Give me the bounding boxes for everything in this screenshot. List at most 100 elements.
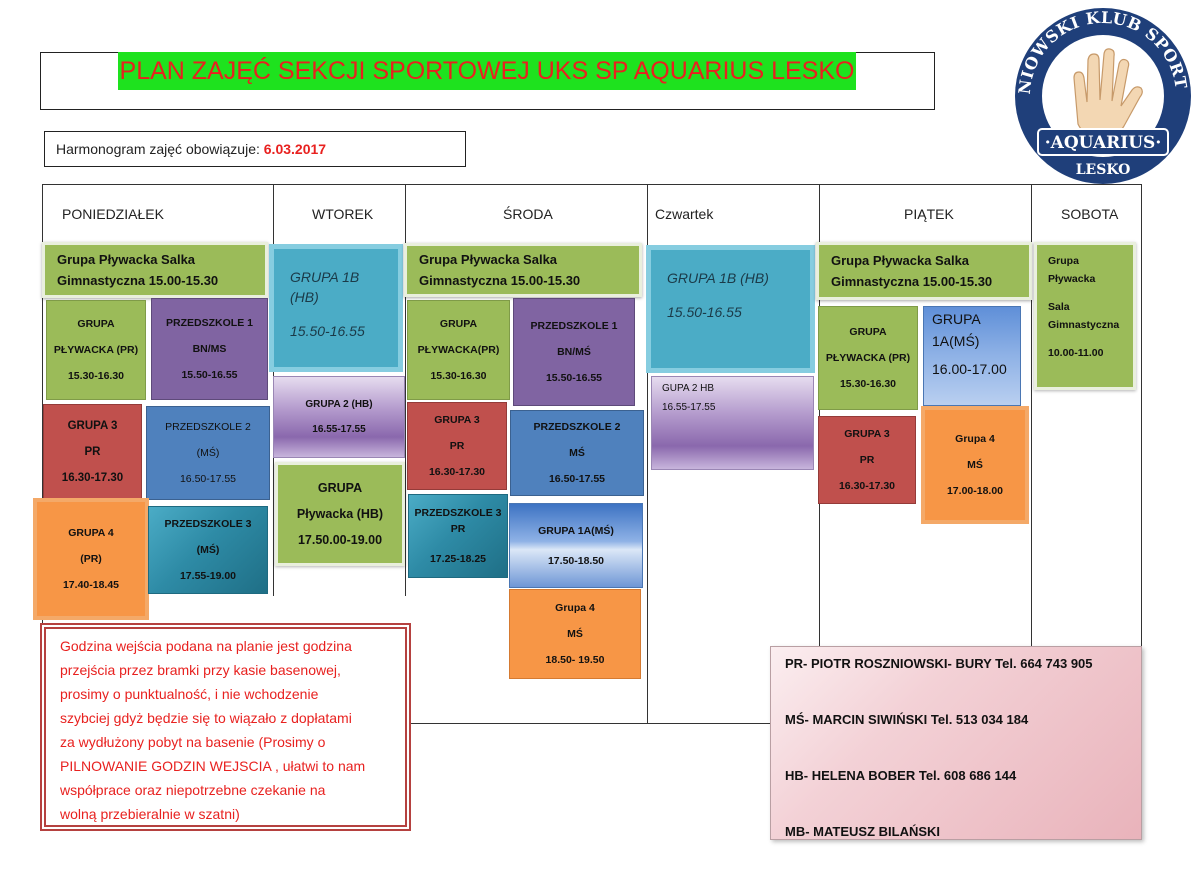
block-line: 16.30-17.30 — [61, 472, 124, 484]
friday-gym-group: Grupa Pływacka Salka Gimnastyczna 15.00-… — [816, 242, 1032, 300]
block-line: 17.55-19.00 — [179, 570, 237, 582]
block-line: GRUPA 3 — [434, 414, 480, 426]
trainer-contacts: PR- PIOTR ROSZNIOWSKI- BURY Tel. 664 743… — [770, 646, 1142, 840]
block-line: PRZEDSZKOLE 2 — [533, 421, 621, 433]
note-line: Godzina wejścia podana na planie jest go… — [60, 638, 352, 654]
column-divider — [647, 184, 648, 724]
monday-gym-group: Grupa Pływacka Salka Gimnastyczna 15.00-… — [42, 242, 268, 298]
note-line: współprace oraz niepotrzebne czekanie na — [60, 782, 326, 798]
block-line: 16.30-17.30 — [428, 466, 486, 478]
block-line: 15.30-16.30 — [430, 370, 487, 382]
thursday-group-1b: GRUPA 1B (HB) 15.50-16.55 — [646, 245, 815, 373]
monday-group-3: GRUPA 3 PR 16.30-17.30 — [43, 404, 142, 500]
block-line: 16.50-17.55 — [179, 473, 237, 485]
block-line: 10.00-11.00 — [1048, 347, 1104, 359]
tuesday-group-2: GRUPA 2 (HB) 16.55-17.55 — [273, 376, 405, 458]
block-line: GRUPA 2 (HB) — [305, 399, 373, 410]
schedule-valid-label: Harmonogram zajęć obowiązuje: — [56, 141, 264, 157]
block-line: 15.30-16.30 — [839, 378, 897, 390]
block-line: 15.50-16.55 — [545, 372, 603, 384]
block-line: 16.30-17.30 — [838, 480, 896, 492]
block-line: Gimnastyczna 15.00-15.30 — [419, 273, 581, 288]
schedule-valid-from: Harmonogram zajęć obowiązuje: 6.03.2017 — [44, 131, 466, 167]
block-line: 17.25-18.25 — [429, 553, 487, 565]
thursday-group-2: GUPA 2 HB 16.55-17.55 — [651, 376, 814, 470]
wednesday-group-1a: GRUPA 1A(MŚ) 17.50-18.50 — [509, 503, 643, 588]
saturday-swim-group: Grupa Pływacka Sala Gimnastyczna 10.00-1… — [1034, 242, 1136, 390]
monday-group-4: GRUPA 4 (PR) 17.40-18.45 — [33, 498, 149, 620]
schedule-grid — [42, 184, 1142, 724]
logo-name: ·AQUARIUS· — [1045, 133, 1162, 153]
friday-group-4: Grupa 4 MŚ 17.00-18.00 — [921, 406, 1029, 524]
schedule-valid-date: 6.03.2017 — [263, 141, 327, 157]
entry-time-note: Godzina wejścia podana na planie jest go… — [40, 623, 411, 831]
block-line: 17.50.00-19.00 — [297, 533, 383, 547]
day-thursday: Czwartek — [655, 206, 714, 222]
note-line: szybciej gdyż będzie się to wiązało z do… — [60, 710, 352, 726]
page-title: PLAN ZAJĘĆ SEKCJI SPORTOWEJ UKS SP AQUAR… — [118, 52, 856, 90]
wednesday-gym-group: Grupa Pływacka Salka Gimnastyczna 15.00-… — [404, 243, 642, 297]
block-line: (MŚ) — [196, 544, 220, 556]
block-line: (HB) — [290, 289, 319, 305]
block-line: 16.00-17.00 — [932, 361, 1007, 377]
note-line: wolną przebieralnie w szatni) — [60, 806, 240, 822]
block-line: GRUPA 1B — [290, 269, 360, 285]
wednesday-swim-group: GRUPA PŁYWACKA(PR) 15.30-16.30 — [407, 300, 510, 400]
block-line: 15.50-16.55 — [290, 323, 365, 339]
block-line: PŁYWACKA (PR) — [53, 344, 139, 356]
day-saturday: SOBOTA — [1061, 206, 1119, 222]
block-line: Grupa 4 — [955, 433, 995, 445]
block-line: Pływacka (HB) — [296, 507, 384, 521]
day-wednesday: ŚRODA — [503, 206, 553, 222]
block-line: Pływacka — [1048, 273, 1096, 285]
block-line: 15.30-16.30 — [67, 370, 125, 382]
block-line: PR — [450, 523, 466, 535]
monday-preschool-2: PRZEDSZKOLE 2 (MŚ) 16.50-17.55 — [146, 406, 270, 500]
block-line: GRUPA 1A(MŚ) — [538, 524, 614, 537]
contact-line: MŚ- MARCIN SIWIŃSKI Tel. 513 034 184 — [785, 712, 1029, 727]
friday-group-3: GRUPA 3 PR 16.30-17.30 — [818, 416, 916, 504]
block-line: (PR) — [80, 553, 102, 565]
block-line: GRUPA 3 — [67, 420, 118, 432]
friday-swim-group: GRUPA PŁYWACKA (PR) 15.30-16.30 — [818, 306, 918, 410]
block-line: Grupa 4 — [555, 602, 595, 614]
wednesday-group-4: Grupa 4 MŚ 18.50- 19.50 — [509, 589, 641, 679]
block-line: GRUPA — [77, 318, 115, 330]
block-line: GRUPA 1B (HB) — [667, 270, 769, 286]
block-line: PRZEDSZKOLE 1 — [530, 320, 618, 332]
block-line: PRZEDSZKOLE 2 — [165, 421, 251, 433]
contact-line: MB- MATEUSZ BILAŃSKI — [785, 824, 941, 839]
monday-preschool-3: PRZEDSZKOLE 3 (MŚ) 17.55-19.00 — [148, 506, 268, 594]
wednesday-preschool-2: PRZEDSZKOLE 2 MŚ 16.50-17.55 — [510, 410, 644, 496]
block-line: MŚ — [567, 628, 583, 640]
column-divider — [819, 184, 820, 646]
note-line: PILNOWANIE GODZIN WEJSCIA , ułatwi to na… — [60, 758, 366, 774]
block-line: GRUPA 4 — [68, 527, 114, 539]
block-line: Grupa — [1048, 255, 1079, 267]
block-line: Gimnastyczna 15.00-15.30 — [57, 273, 219, 288]
note-line: przejścia przez bramki przy kasie baseno… — [60, 662, 341, 678]
block-line: GRUPA — [317, 481, 363, 495]
block-line: 16.55-17.55 — [312, 424, 366, 435]
block-line: Grupa Pływacka Salka — [419, 252, 558, 267]
note-line: za wydłużony pobyt na basenie (Prosimy o — [60, 734, 326, 750]
block-line: Grupa Pływacka Salka — [831, 253, 970, 268]
block-line: MŚ — [967, 459, 983, 471]
monday-preschool-1: PRZEDSZKOLE 1 BN/MS 15.50-16.55 — [151, 298, 268, 400]
block-line: GRUPA — [932, 311, 981, 327]
block-line: GRUPA — [439, 318, 478, 330]
day-tuesday: WTOREK — [312, 206, 374, 222]
block-line: PR — [84, 446, 101, 458]
block-line: Gimnastyczna — [1048, 319, 1120, 331]
block-line: PRZEDSZKOLE 3 — [164, 518, 252, 530]
block-line: 18.50- 19.50 — [545, 654, 605, 666]
column-divider — [405, 184, 406, 596]
wednesday-preschool-3: PRZEDSZKOLE 3 PR 17.25-18.25 — [408, 494, 508, 578]
column-divider — [1031, 184, 1032, 646]
block-line: BN/MS — [192, 343, 227, 355]
block-line: 17.00-18.00 — [946, 485, 1004, 497]
hand-icon — [1073, 48, 1143, 139]
block-line: PRZEDSZKOLE 3 — [414, 507, 502, 519]
block-line: Sala — [1048, 301, 1070, 313]
friday-group-1a: GRUPA 1A(MŚ) 16.00-17.00 — [923, 306, 1021, 406]
